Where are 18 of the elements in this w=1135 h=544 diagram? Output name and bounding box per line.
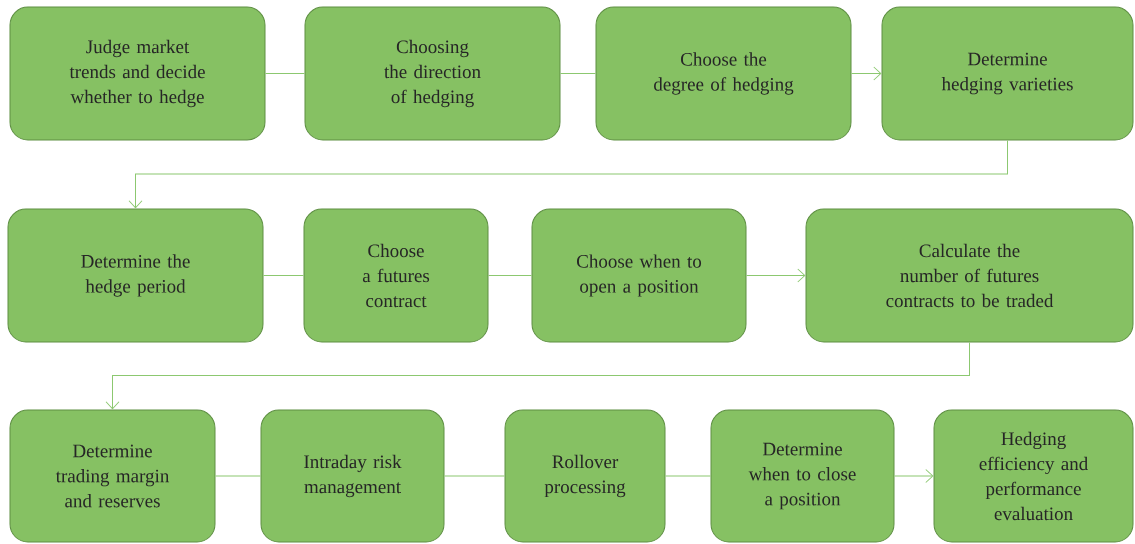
process-box: Determine hedging varieties: [881, 6, 1134, 141]
process-box: Determine trading margin and reserves: [9, 409, 216, 543]
process-box: Intraday risk management: [260, 409, 445, 543]
process-box: Determine when to close a position: [710, 409, 895, 543]
process-box: Rollover processing: [504, 409, 666, 543]
process-box: Hedging efficiency and performance evaluation: [933, 409, 1134, 543]
process-box: Choose when to open a position: [531, 208, 747, 343]
process-box: Judge market trends and decide whether to hedge: [9, 6, 266, 141]
arrow: [746, 268, 806, 283]
process-box: Choosing the direction of hedging: [304, 6, 561, 141]
arrow: [105, 342, 970, 410]
process-box: Determine the hedge period: [7, 208, 264, 343]
process-box: Calculate the number of futures contracts to be traded: [805, 208, 1134, 343]
process-box: Choose the degree of hedging: [595, 6, 852, 141]
process-box: Choose a futures contract: [303, 208, 489, 343]
arrow: [128, 140, 1008, 209]
arrow: [894, 469, 934, 483]
arrow: [851, 66, 882, 81]
